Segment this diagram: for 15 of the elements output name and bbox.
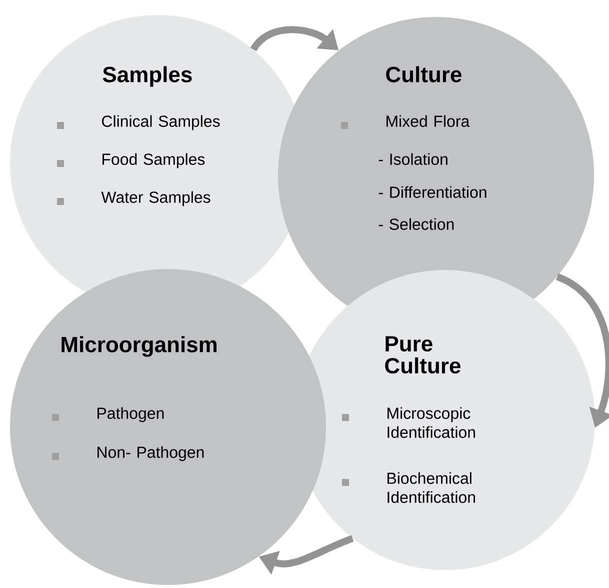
- list-item: Non- Pathogen: [98, 446, 204, 462]
- list-item: Water Samples: [101, 191, 210, 206]
- list-item: Pathogen: [98, 407, 164, 422]
- list-item: Biochemical Identification: [388, 472, 475, 503]
- list-item: Food Samples: [102, 153, 205, 168]
- list-item: - Differentiation: [378, 186, 486, 198]
- stage-title: Culture: [386, 66, 462, 82]
- stage-title: Pure Culture: [385, 336, 460, 374]
- stage-title: Microorganism: [62, 336, 217, 357]
- list-item: Clinical Samples: [102, 115, 220, 130]
- list-item: - Selection: [378, 218, 454, 230]
- list-item: Mixed Flora: [386, 115, 470, 127]
- list-item: - Isolation: [378, 153, 448, 165]
- list-item: Microscopic Identification: [388, 407, 475, 438]
- stage-title: Samples: [102, 66, 192, 87]
